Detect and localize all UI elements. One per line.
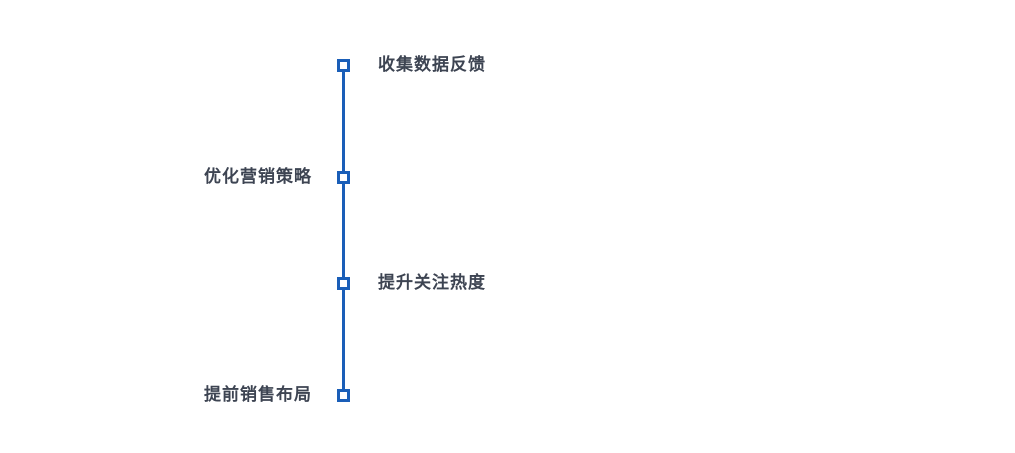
timeline-label: 收集数据反馈 [378,55,486,74]
timeline-label: 优化营销策略 [204,167,312,186]
timeline-node-marker [337,389,350,402]
timeline-node-marker [337,277,350,290]
timeline-label: 提前销售布局 [204,385,312,404]
timeline-line [342,65,345,396]
timeline-label: 提升关注热度 [378,273,486,292]
timeline-node-marker [337,171,350,184]
timeline-node-marker [337,59,350,72]
